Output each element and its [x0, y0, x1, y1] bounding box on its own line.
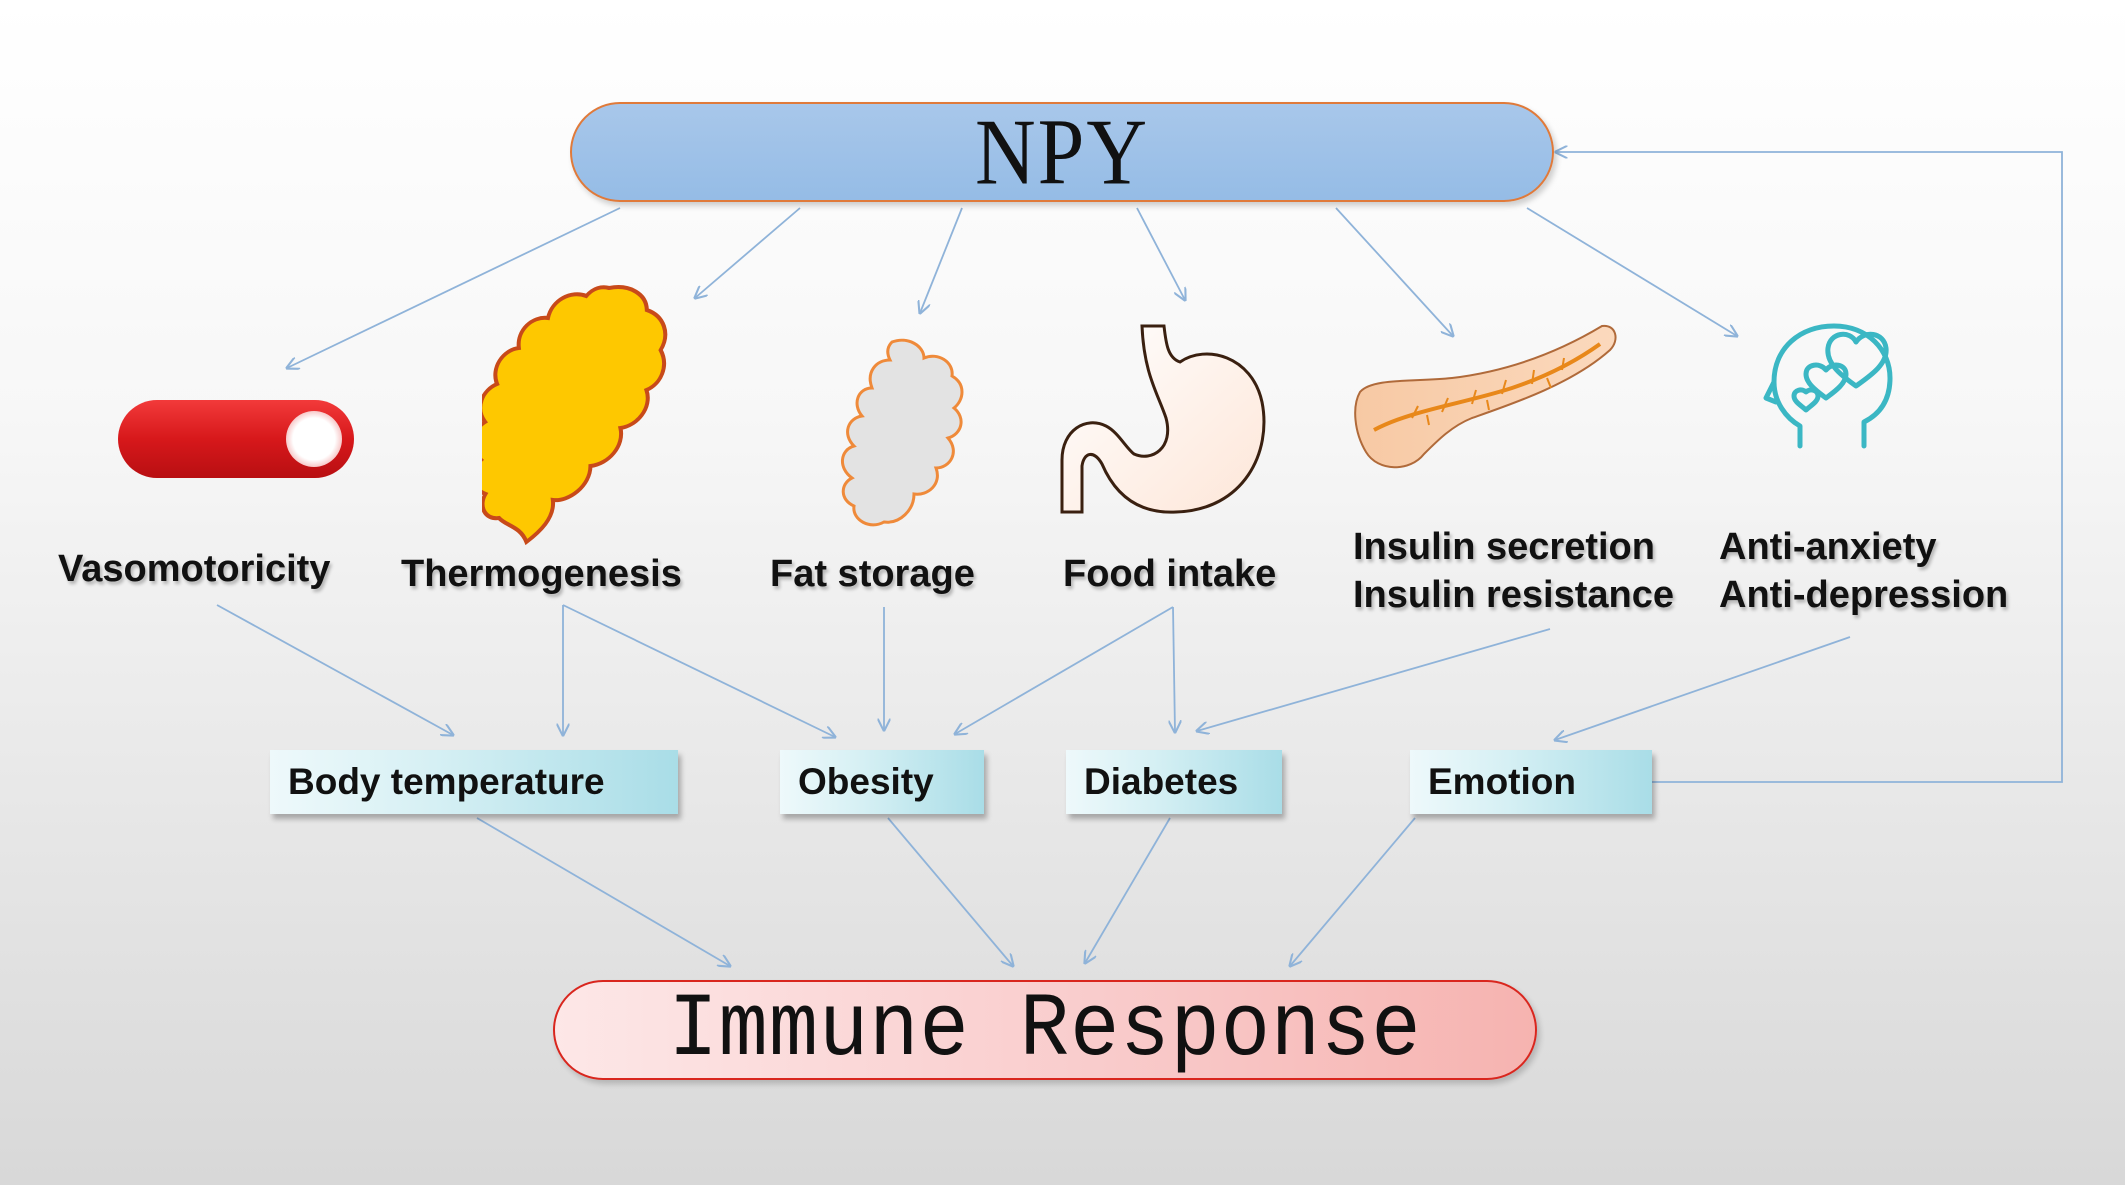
factor-label-food-intake: Food intake — [1063, 553, 1277, 595]
factor-label-vasomotoricity: Vasomotoricity — [58, 548, 331, 590]
arrow-npy-insulin — [1335, 207, 1453, 336]
arrow-vasomotoricity-body-temperature — [216, 604, 453, 735]
factor-label-insulin: Insulin secretion Insulin resistance — [1353, 526, 1675, 616]
arrow-body-temperature-immune — [476, 817, 730, 966]
arrow-food-intake-obesity — [955, 606, 1174, 734]
arrow-insulin-diabetes — [1197, 628, 1551, 731]
arrow-npy-thermogenesis — [695, 207, 801, 298]
arrow-thermogenesis-obesity — [562, 604, 835, 737]
arrow-npy-vasomotoricity — [287, 207, 621, 368]
immune-response-node: Immune Response — [553, 978, 1537, 1082]
outcome-emotion: Emotion — [1410, 750, 1652, 814]
brown-fat-icon — [482, 285, 668, 546]
arrow-emotion-feedback-npy — [1556, 152, 2063, 783]
arrow-food-intake-diabetes — [1173, 606, 1175, 732]
pancreas-icon — [1354, 324, 1617, 469]
arrow-obesity-immune — [887, 817, 1013, 966]
outcome-obesity: Obesity — [780, 750, 984, 814]
arrow-diabetes-immune — [1085, 817, 1171, 963]
npy-node: NPY — [570, 100, 1554, 204]
arrow-npy-emotion-effects — [1526, 207, 1737, 336]
white-fat-icon — [841, 338, 964, 527]
factor-label-fat-storage: Fat storage — [770, 553, 975, 595]
arrow-emotion-immune — [1290, 817, 1416, 966]
factor-label-emotion-effects: Anti-anxiety Anti-depression — [1719, 526, 2009, 616]
arrow-emotion-effects-emotion — [1555, 636, 1851, 740]
arrow-npy-food-intake — [1136, 207, 1185, 300]
outcome-diabetes: Diabetes — [1066, 750, 1282, 814]
head-hearts-icon — [1763, 323, 1893, 449]
pill-capsule-icon — [118, 400, 354, 478]
arrow-npy-fat-storage — [920, 207, 963, 313]
outcome-body-temperature: Body temperature — [270, 750, 678, 814]
npy-label: NPY — [974, 99, 1150, 205]
immune-response-label: Immune Response — [668, 978, 1422, 1082]
factor-label-thermogenesis: Thermogenesis — [401, 553, 682, 595]
stomach-icon — [1060, 324, 1266, 514]
